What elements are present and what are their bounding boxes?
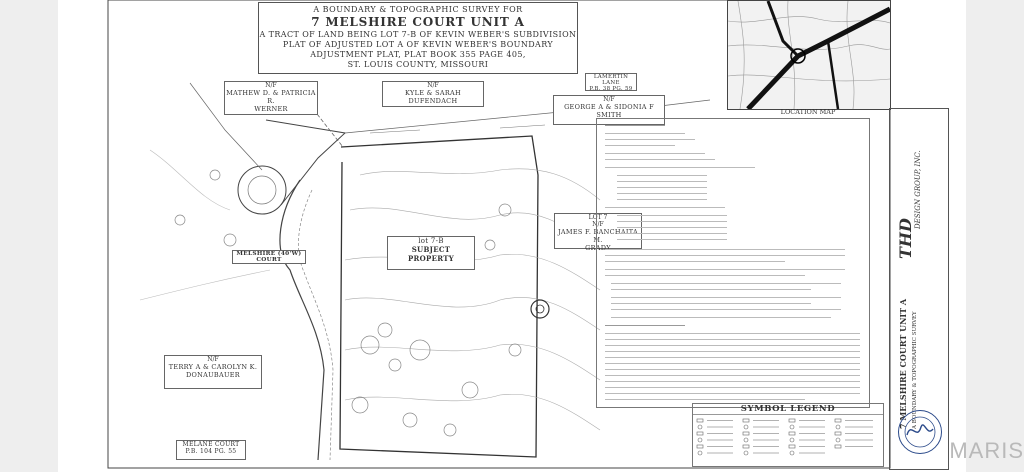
company-name: THD [896, 218, 915, 259]
owner-dufendach-nf: N/F [427, 82, 439, 89]
owner-donaubauer: N/F TERRY A & CAROLYN K. DONAUBAUER [164, 355, 262, 389]
lamertin-pb: P.B. 38 PG. 59 [589, 86, 633, 92]
owner-smith: N/F GEORGE A & SIDONIA F SMITH [553, 95, 665, 125]
owner-donaubauer-nf: N/F [207, 356, 219, 363]
owner-grady-name2: GRADY [585, 244, 611, 252]
owner-dufendach-name: KYLE & SARAH DUFENDACH [405, 89, 461, 105]
legend-symbols [696, 418, 873, 456]
location-map [727, 0, 891, 110]
project-title: 7 MELSHIRE COURT UNIT A [898, 298, 908, 429]
melane-pb: P.B. 104 PG. 55 [185, 448, 237, 455]
owner-werner-nf: N/F [265, 82, 277, 89]
subject-property-box: lot 7-B SUBJECT PROPERTY [387, 236, 475, 270]
maris-watermark: MARIS [949, 438, 1024, 463]
owner-werner: N/F MATHEW D. & PATRICIA R. WERNER [224, 81, 318, 115]
legend-title: SYMBOL LEGEND [693, 404, 883, 415]
title-line-2: 7 MELSHIRE COURT UNIT A [311, 15, 525, 29]
symbol-legend: SYMBOL LEGEND [692, 403, 884, 467]
owner-grady-nf: N/F [592, 221, 604, 228]
owner-donaubauer-name1: TERRY A & CAROLYN K. [168, 363, 258, 371]
owner-dufendach: N/F KYLE & SARAH DUFENDACH [382, 81, 484, 107]
surveyor-signature [904, 416, 936, 448]
company-subtitle: DESIGN GROUP, INC. [914, 150, 922, 229]
melane-name: MELANE COURT [182, 441, 240, 448]
location-map-drawing [728, 1, 890, 109]
owner-grady-name1: JAMES F. BANCHAITA M. [558, 228, 638, 244]
title-line-5: ADJUSTMENT PLAT, PLAT BOOK 355 PAGE 405, [310, 50, 526, 59]
left-margin [0, 0, 58, 472]
subject-lot: lot 7-B [418, 237, 444, 245]
lamertin-lane-label: LAMERTIN LANE P.B. 38 PG. 59 [585, 73, 637, 92]
title-line-1: A BOUNDARY & TOPOGRAPHIC SURVEY FOR [313, 5, 523, 14]
title-line-6: ST. LOUIS COUNTY, MISSOURI [347, 60, 489, 69]
melshire-court-label: MELSHIRE (40'W) COURT [232, 250, 306, 264]
owner-grady: LOT 7 N/F JAMES F. BANCHAITA M. GRADY [554, 213, 642, 252]
title-box: A BOUNDARY & TOPOGRAPHIC SURVEY FOR 7 ME… [258, 2, 578, 74]
owner-donaubauer-name2: DONAUBAUER [186, 371, 240, 379]
owner-werner-name1: MATHEW D. & PATRICIA R. [226, 89, 316, 105]
owner-smith-nf: N/F [603, 96, 615, 103]
lamertin-name: LAMERTIN LANE [593, 74, 629, 86]
subject-property-label: SUBJECT PROPERTY [407, 245, 455, 263]
title-line-3: A TRACT OF LAND BEING LOT 7-B OF KEVIN W… [259, 30, 577, 39]
location-map-label: LOCATION MAP [780, 108, 836, 116]
development-notes [596, 118, 870, 408]
melane-court-label: MELANE COURT P.B. 104 PG. 55 [176, 440, 246, 460]
title-line-4: PLAT OF ADJUSTED LOT A OF KEVIN WEBER'S … [282, 40, 554, 49]
owner-smith-name: GEORGE A & SIDONIA F SMITH [564, 103, 654, 119]
melshire-name: MELSHIRE (40'W) COURT [236, 251, 302, 263]
owner-grady-lot: LOT 7 [588, 214, 608, 221]
right-margin [966, 0, 1024, 472]
title-block: THD DESIGN GROUP, INC. 7 MELSHIRE COURT … [889, 108, 949, 470]
owner-werner-name2: WERNER [254, 105, 288, 113]
surveyor-seal [898, 410, 942, 454]
